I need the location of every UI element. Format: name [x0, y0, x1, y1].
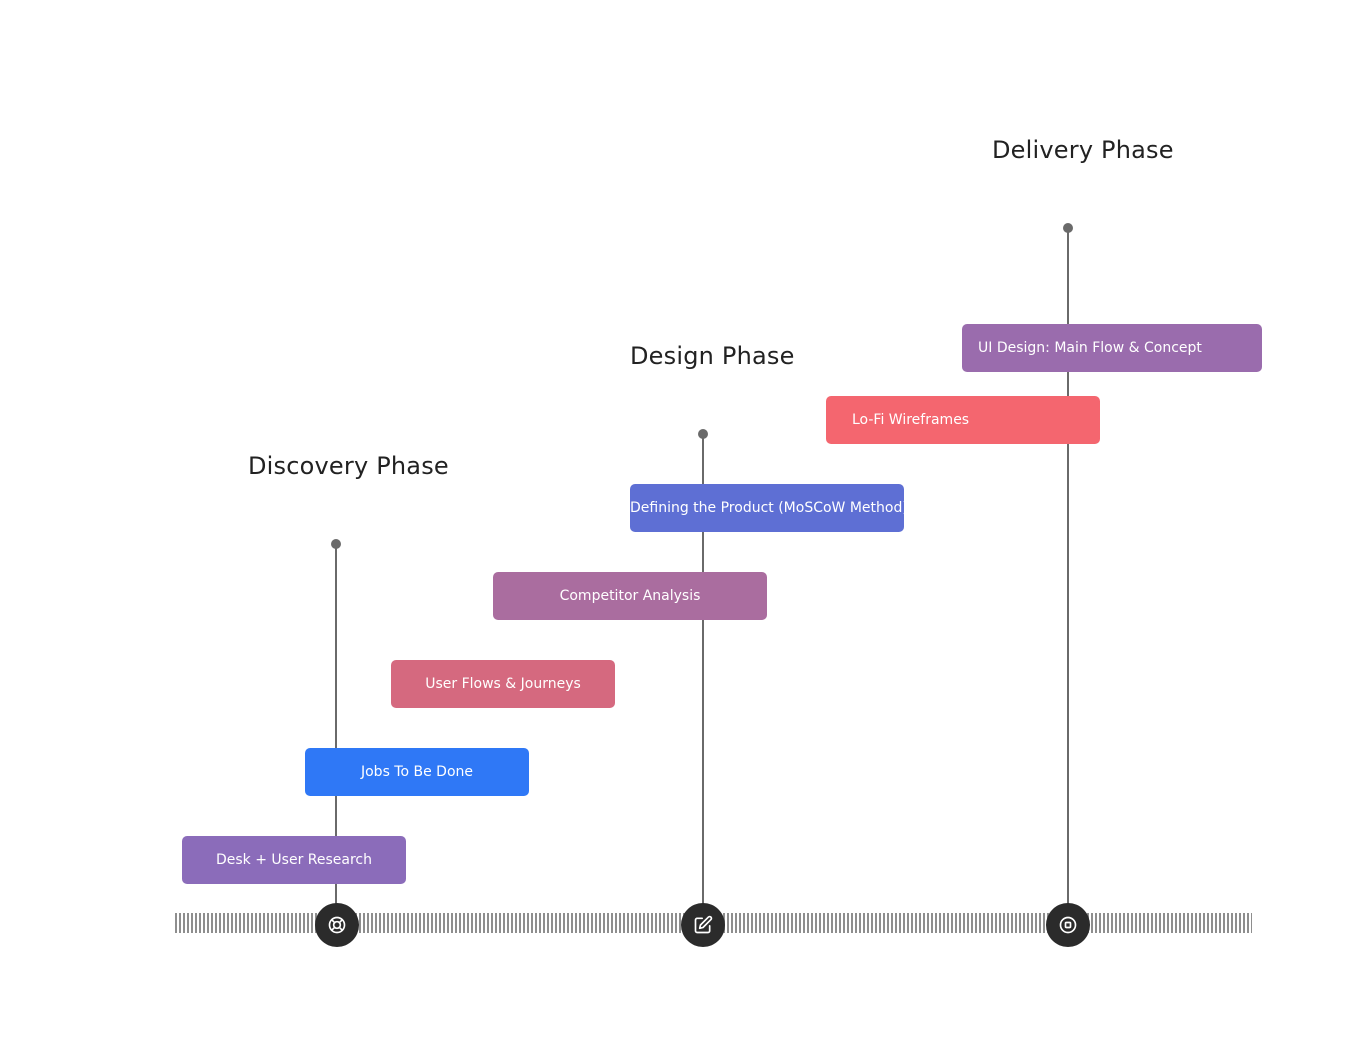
stop-circle-icon: [1059, 916, 1077, 934]
phase-title-delivery: Delivery Phase: [992, 136, 1174, 164]
stem-discovery: [335, 544, 337, 916]
task-jobs-to-be-done[interactable]: Jobs To Be Done: [305, 748, 529, 796]
task-defining-the-product[interactable]: Defining the Product (MoSCoW Method): [630, 484, 908, 532]
stem-delivery: [1067, 228, 1069, 916]
milestone-design[interactable]: [681, 903, 725, 947]
task-competitor-analysis[interactable]: Competitor Analysis: [493, 572, 767, 620]
milestone-discovery[interactable]: [315, 903, 359, 947]
task-desk-user-research[interactable]: Desk + User Research: [182, 836, 406, 884]
task-lo-fi-wireframes[interactable]: Lo-Fi Wireframes: [826, 396, 1100, 444]
edit-icon: [694, 915, 713, 934]
phase-title-design: Design Phase: [630, 342, 795, 370]
stem-design: [702, 434, 704, 916]
lifebuoy-icon: [328, 916, 346, 934]
task-ui-design-main-flow[interactable]: UI Design: Main Flow & Concept: [962, 324, 1262, 372]
milestone-delivery[interactable]: [1046, 903, 1090, 947]
phase-title-discovery: Discovery Phase: [248, 452, 449, 480]
task-user-flows-journeys[interactable]: User Flows & Journeys: [391, 660, 615, 708]
